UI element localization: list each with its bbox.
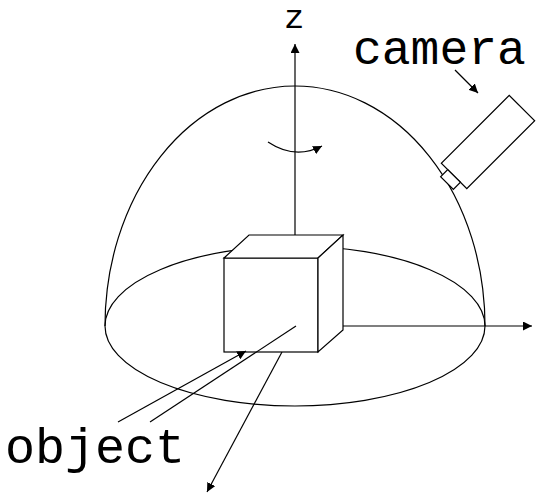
object-leader (118, 351, 246, 422)
z-axis (294, 44, 295, 236)
part-label: object (5, 425, 185, 475)
camera-symbol (434, 95, 534, 195)
y-axis (207, 352, 282, 492)
x-axis (318, 325, 532, 326)
rotation-arrow (268, 142, 322, 152)
part-label: camera (353, 27, 526, 75)
axis-label: z (284, 2, 304, 36)
object-leader (150, 326, 296, 422)
